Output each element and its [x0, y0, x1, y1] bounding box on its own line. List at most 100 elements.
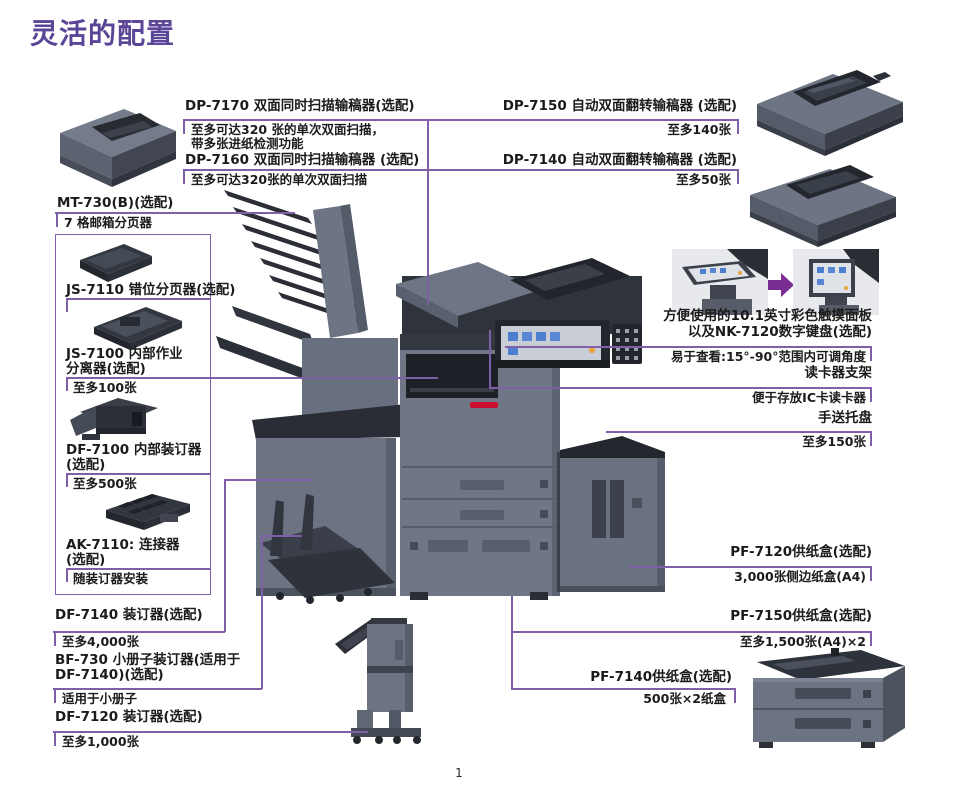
connector-line-df7140-v	[224, 479, 226, 632]
bf730-label-2: DF-7140)(选配)	[55, 667, 164, 683]
dp7140-label: DP-7140 自动双面翻转输稿器 (选配)	[502, 152, 737, 168]
connector-line-bf730-to-tray	[261, 535, 302, 537]
tick-dp7150	[737, 119, 739, 134]
pf7120-label: PF-7120供纸盒(选配)	[730, 544, 872, 560]
tick-dp7160	[183, 169, 185, 184]
rule-js7110	[66, 298, 210, 300]
connector-line-touch-panel	[505, 346, 872, 348]
pf7140-image	[753, 648, 905, 748]
rule-ak7110	[66, 568, 210, 570]
tick-card-reader	[870, 387, 872, 402]
page-title: 灵活的配置	[30, 17, 176, 50]
tick-bypass-tray	[870, 431, 872, 446]
df7100-image	[70, 398, 158, 440]
connector-line-card-reader	[489, 387, 872, 389]
dp7140-desc: 至多50张	[676, 172, 731, 187]
pf7140-label: PF-7140供纸盒(选配)	[590, 669, 732, 685]
touch-panel-label-2: 以及NK-7120数字键盘(选配)	[687, 324, 872, 340]
df7120-label: DF-7120 装订器(选配)	[55, 709, 203, 725]
dp7170-desc-1: 至多可达320 张的单次双面扫描，	[191, 122, 384, 137]
connector-line-pf7150	[511, 631, 872, 633]
js7110-image	[80, 244, 152, 282]
dp7170-desc-2: 带多张进纸检测功能	[191, 136, 304, 151]
tick-df7140	[54, 631, 56, 646]
ak7110-label-1: AK-7110: 连接器	[66, 537, 180, 553]
tick-pf7140	[734, 688, 736, 703]
kyocera-logo	[470, 402, 498, 408]
tick-pf7120	[870, 566, 872, 581]
df7100-label-2: (选配)	[66, 457, 106, 473]
bypass-tray-label: 手送托盘	[818, 410, 872, 426]
df7140-desc: 至多4,000张	[62, 634, 140, 649]
tick-ak7110	[66, 568, 68, 582]
pf7150-desc: 至多1,500张(A4)×2	[739, 634, 866, 649]
tick-pf7150	[870, 631, 872, 646]
df7100-desc: 至多500张	[73, 476, 137, 491]
arrow-right-icon	[768, 273, 794, 297]
connector-line-dp-to-scanner	[427, 119, 429, 305]
connector-line-bypass-tray	[606, 431, 872, 433]
connector-line-pf-shared-v	[511, 596, 513, 690]
connector-line-mt730	[55, 212, 295, 214]
connector-line-card-reader-v	[489, 330, 491, 388]
mt730-label: MT-730(B)(选配)	[57, 195, 174, 211]
df7140-label: DF-7140 装订器(选配)	[55, 607, 203, 623]
connector-line-df7140-h	[53, 631, 225, 633]
connector-line-dp-row1	[183, 119, 739, 121]
numeric-keypad	[612, 324, 642, 364]
main-machine-image	[216, 190, 665, 604]
df7120-desc: 至多1,000张	[62, 734, 140, 749]
connector-line-bf730-h	[53, 688, 262, 690]
js7100-label-2: 分离器(选配)	[66, 361, 146, 377]
connector-line-bf730-v	[261, 535, 263, 689]
df7100-label-1: DF-7100 内部装订器	[66, 442, 202, 458]
js7100-desc: 至多100张	[73, 380, 137, 395]
pf7140-desc: 500张×2纸盒	[643, 691, 726, 706]
tick-dp7140	[737, 169, 739, 184]
pf7150-label: PF-7150供纸盒(选配)	[730, 608, 872, 624]
internal-options-box	[55, 234, 211, 595]
tick-mt730	[56, 212, 58, 227]
mt730-desc: 7 格邮箱分页器	[64, 215, 153, 230]
dp7150-label: DP-7150 自动双面翻转输稿器 (选配)	[502, 98, 737, 114]
ak7110-label-2: (选配)	[66, 552, 106, 568]
card-reader-desc: 便于存放IC卡读卡器	[752, 390, 866, 405]
dp7150-feeder-image	[757, 70, 903, 156]
bypass-tray-desc: 至多150张	[802, 434, 866, 449]
dp7140-feeder-image	[750, 165, 896, 247]
dp7160-desc: 至多可达320张的单次双面扫描	[191, 172, 368, 187]
connector-line-df7140-to-finisher	[224, 479, 313, 481]
bf730-label-1: BF-730 小册子装订器(适用于	[55, 652, 241, 668]
dp7160-label: DP-7160 双面同时扫描输稿器 (选配)	[185, 152, 420, 168]
ak7110-desc: 随装订器安装	[73, 571, 149, 586]
touch-panel-desc: 易于查看:15°-90°范围内可调角度	[671, 349, 866, 364]
panel-photo-tilted	[672, 249, 768, 315]
control-panel	[495, 320, 610, 368]
touch-panel-label-1: 方便使用的10.1英寸彩色触摸面板	[663, 308, 872, 324]
ak7110-image	[106, 494, 190, 530]
tick-touch-panel	[870, 346, 872, 361]
tick-df7120	[54, 731, 56, 746]
js7110-label: JS-7110 错位分页器(选配)	[66, 282, 236, 298]
dp7170-label: DP-7170 双面同时扫描输稿器(选配)	[185, 98, 415, 114]
page-number: 1	[455, 766, 463, 780]
connector-line-js7100	[66, 377, 438, 379]
dp7170-feeder-image	[60, 109, 176, 187]
dp7150-desc: 至多140张	[667, 122, 731, 137]
connector-line-pf7120	[630, 566, 872, 568]
tick-df7100	[66, 473, 68, 487]
tick-js7100	[66, 377, 68, 391]
pf7120-desc: 3,000张侧边纸盒(A4)	[734, 569, 866, 584]
rule-df7100	[66, 473, 210, 475]
connector-line-df7120	[53, 731, 368, 733]
js7100-label-1: JS-7100 内部作业	[66, 346, 183, 362]
panel-photo-upright	[793, 249, 879, 315]
connector-line-dp-row2	[183, 169, 739, 171]
tick-dp7170	[183, 119, 185, 134]
js7100-image	[94, 307, 182, 350]
tick-js7110	[66, 298, 68, 312]
bf730-desc: 适用于小册子	[62, 691, 138, 706]
df7120-image	[335, 618, 421, 744]
card-reader-label: 读卡器支架	[804, 365, 873, 381]
